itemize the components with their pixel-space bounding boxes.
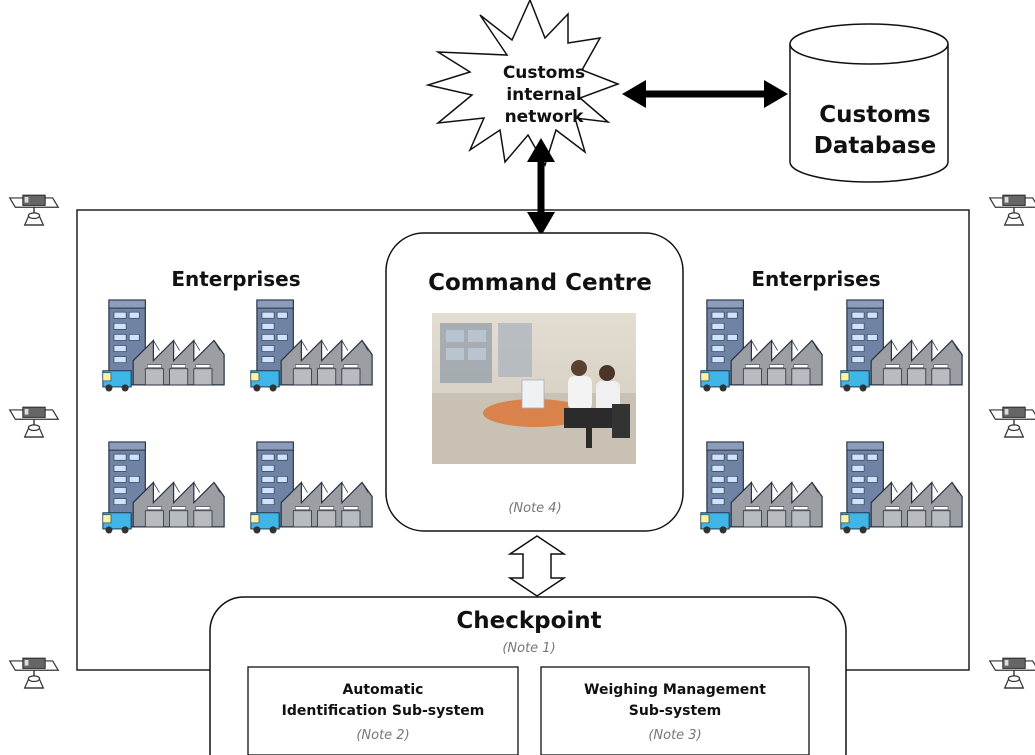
network-database-arrow — [622, 80, 788, 108]
control-room-photo — [432, 313, 636, 464]
command-checkpoint-arrow — [507, 535, 567, 597]
enterprises-right-label: Enterprises — [751, 267, 880, 291]
network-label-line1: Customs — [503, 63, 585, 83]
customs-network-star — [425, 0, 621, 167]
network-label-line3: network — [505, 107, 585, 127]
subsystem-a-note: (Note 2) — [356, 728, 409, 743]
subsystem-b-line1: Weighing Management — [584, 682, 766, 698]
database-label-line1: Customs — [819, 102, 930, 128]
subsystem-a-line1: Automatic — [343, 682, 424, 698]
checkpoint-title: Checkpoint — [456, 608, 601, 634]
cctv-camera-icon — [989, 657, 1035, 689]
cctv-camera-icon — [9, 406, 59, 438]
network-command-arrow — [527, 138, 555, 236]
subsystem-b-line2: Sub-system — [629, 703, 721, 719]
cctv-camera-icon — [989, 194, 1035, 226]
automatic-identification-box — [247, 666, 519, 755]
network-label-line2: internal — [506, 85, 581, 105]
cctv-camera-icon — [9, 194, 59, 226]
subsystem-b-note: (Note 3) — [648, 728, 701, 743]
enterprises-left-label: Enterprises — [171, 267, 300, 291]
cctv-camera-icon — [9, 657, 59, 689]
checkpoint-note: (Note 1) — [502, 641, 555, 656]
cctv-camera-icon — [989, 406, 1035, 438]
weighing-management-box — [540, 666, 810, 755]
command-centre-note: (Note 4) — [508, 501, 561, 516]
subsystem-a-line2: Identification Sub-system — [282, 703, 485, 719]
command-centre-title: Command Centre — [428, 270, 652, 296]
customs-database-cylinder — [789, 23, 949, 183]
database-label-line2: Database — [814, 133, 936, 159]
